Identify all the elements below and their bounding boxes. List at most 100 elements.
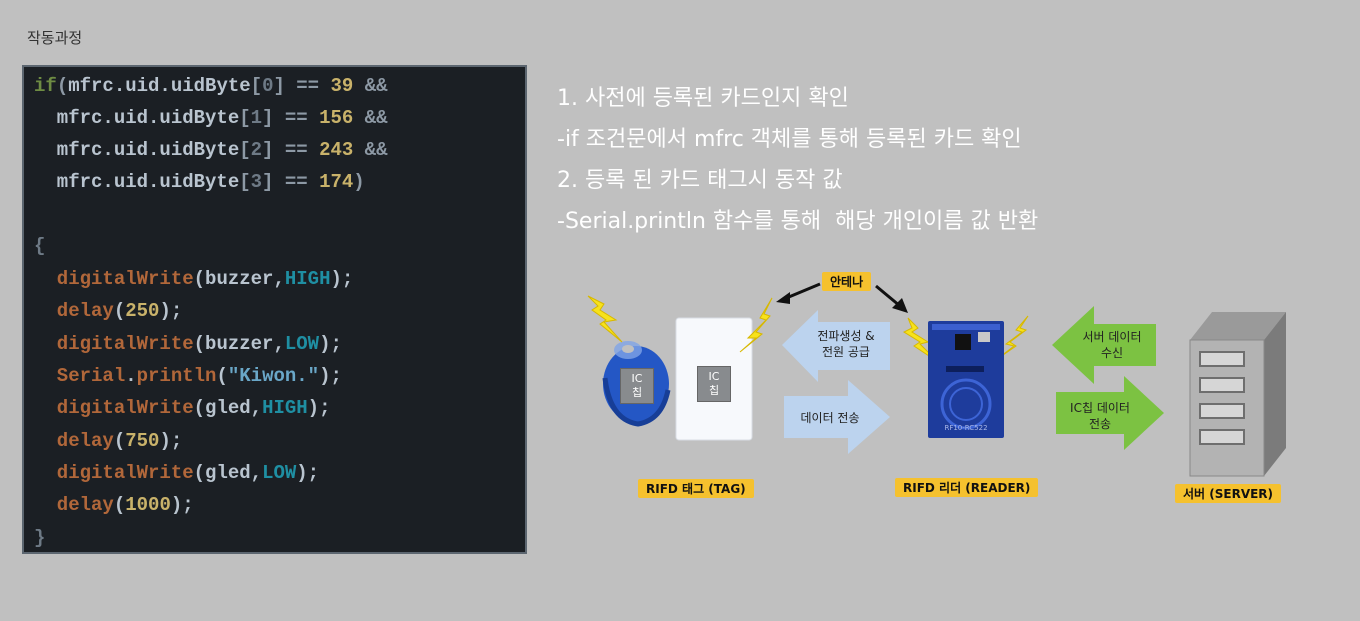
- code-token: digitalWrite: [34, 268, 194, 290]
- lightning-icon: [587, 295, 623, 343]
- code-line: digitalWrite(buzzer,HIGH);: [34, 265, 353, 293]
- code-token: "Kiwon.": [227, 365, 320, 387]
- code-line: mfrc.uid.uidByte[2] == 243 &&: [34, 136, 388, 164]
- code-line: }: [34, 524, 45, 552]
- code-token: ): [353, 171, 365, 193]
- code-line: mfrc.uid.uidByte[1] == 156 &&: [34, 104, 388, 132]
- code-line: mfrc.uid.uidByte[3] == 174): [34, 168, 365, 196]
- code-token: [: [239, 171, 251, 193]
- code-token: mfrc.uid.uidByte: [34, 171, 240, 193]
- code-token: &&: [353, 139, 388, 161]
- code-token: 39: [330, 75, 354, 97]
- code-token: 750: [125, 430, 160, 452]
- code-token: (gled,: [193, 397, 263, 419]
- code-token: HIGH: [284, 268, 331, 290]
- description-line-2: -if 조건문에서 mfrc 객체를 통해 등록된 카드 확인: [557, 127, 1022, 152]
- code-line: Serial.println("Kiwon.");: [34, 362, 342, 390]
- code-line: delay(750);: [34, 427, 182, 455]
- code-token: );: [170, 494, 194, 516]
- code-token: &&: [353, 107, 388, 129]
- antenna-arrow-right: [875, 284, 901, 308]
- code-token: delay: [34, 494, 114, 516]
- code-token: (buzzer,: [193, 333, 285, 355]
- code-token: .: [125, 365, 137, 387]
- code-token: delay: [34, 430, 114, 452]
- code-token: &&: [353, 75, 388, 97]
- power-arrow: [782, 310, 890, 382]
- code-token: (: [56, 75, 69, 97]
- code-token: ] ==: [262, 171, 320, 193]
- power-arrow-text: 전파생성 &전원 공급: [817, 329, 875, 359]
- code-token: );: [330, 268, 354, 290]
- code-token: mfrc.uid.uidByte: [34, 107, 240, 129]
- code-token: HIGH: [262, 397, 308, 419]
- code-token: ] ==: [273, 75, 331, 97]
- data-arrow: [784, 380, 890, 454]
- data-arrow-text: 데이터 전송: [800, 411, 860, 425]
- code-token: [: [239, 107, 251, 129]
- code-line: digitalWrite(buzzer,LOW);: [34, 330, 342, 358]
- code-token: (gled,: [193, 462, 263, 484]
- code-token: 1000: [125, 494, 171, 516]
- code-token: LOW: [284, 333, 320, 355]
- code-token: 3: [250, 171, 263, 193]
- antenna-label: 안테나: [822, 272, 872, 291]
- code-line: digitalWrite(gled,HIGH);: [34, 394, 331, 422]
- code-token: ] ==: [262, 139, 320, 161]
- code-token: );: [296, 462, 320, 484]
- code-token: (: [113, 430, 126, 452]
- code-token: digitalWrite: [34, 462, 194, 484]
- server-receive-arrow: [1052, 306, 1156, 384]
- code-token: if: [34, 75, 57, 97]
- chip-data-arrow: [1056, 376, 1164, 450]
- arrowhead-icon: [892, 298, 908, 313]
- code-line: if(mfrc.uid.uidByte[0] == 39 &&: [34, 72, 388, 100]
- code-token: 1: [250, 107, 263, 129]
- code-token: Serial: [34, 365, 126, 387]
- code-token: 0: [262, 75, 274, 97]
- server-icon: [1189, 312, 1286, 477]
- code-token: ] ==: [262, 107, 320, 129]
- code-token: 243: [319, 139, 354, 161]
- section-title: 작동과정: [27, 29, 83, 47]
- reader-board-text: RF10-RC522: [944, 424, 987, 432]
- description-line-1: 1. 사전에 등록된 카드인지 확인: [557, 86, 849, 111]
- code-token: {: [34, 235, 46, 257]
- code-panel: if(mfrc.uid.uidByte[0] == 39 && mfrc.uid…: [22, 65, 527, 554]
- code-token: 174: [319, 171, 354, 193]
- code-token: LOW: [262, 462, 297, 484]
- description-line-4: -Serial.println 함수를 통해 해당 개인이름 값 반환: [557, 209, 1039, 234]
- code-token: 156: [319, 107, 354, 129]
- code-line: delay(1000);: [34, 491, 194, 519]
- code-token: digitalWrite: [34, 333, 194, 355]
- code-token: mfrc.uid.uidByte: [34, 139, 240, 161]
- description-line-3: 2. 등록 된 카드 태그시 동작 값: [557, 168, 843, 193]
- code-token: 250: [125, 300, 160, 322]
- code-token: 2: [250, 139, 263, 161]
- reader-label: RIFD 리더 (READER): [895, 478, 1039, 497]
- code-token: );: [319, 333, 342, 355]
- code-token: [: [239, 139, 251, 161]
- code-token: mfrc.uid.uidByte: [68, 75, 251, 97]
- code-token: );: [319, 365, 342, 387]
- code-line: delay(250);: [34, 297, 182, 325]
- server-label: 서버 (SERVER): [1175, 484, 1282, 503]
- code-token: );: [159, 300, 183, 322]
- code-token: );: [159, 430, 183, 452]
- code-line: {: [34, 232, 45, 260]
- code-token: println: [136, 365, 217, 387]
- code-token: (buzzer,: [193, 268, 285, 290]
- code-token: delay: [34, 300, 114, 322]
- code-token: );: [307, 397, 331, 419]
- code-token: (: [113, 300, 126, 322]
- arrowhead-icon: [776, 292, 790, 304]
- code-token: (: [216, 365, 228, 387]
- code-line: digitalWrite(gled,LOW);: [34, 459, 319, 487]
- lightning-icon: [739, 297, 773, 353]
- tag-label: RIFD 태그 (TAG): [638, 479, 754, 498]
